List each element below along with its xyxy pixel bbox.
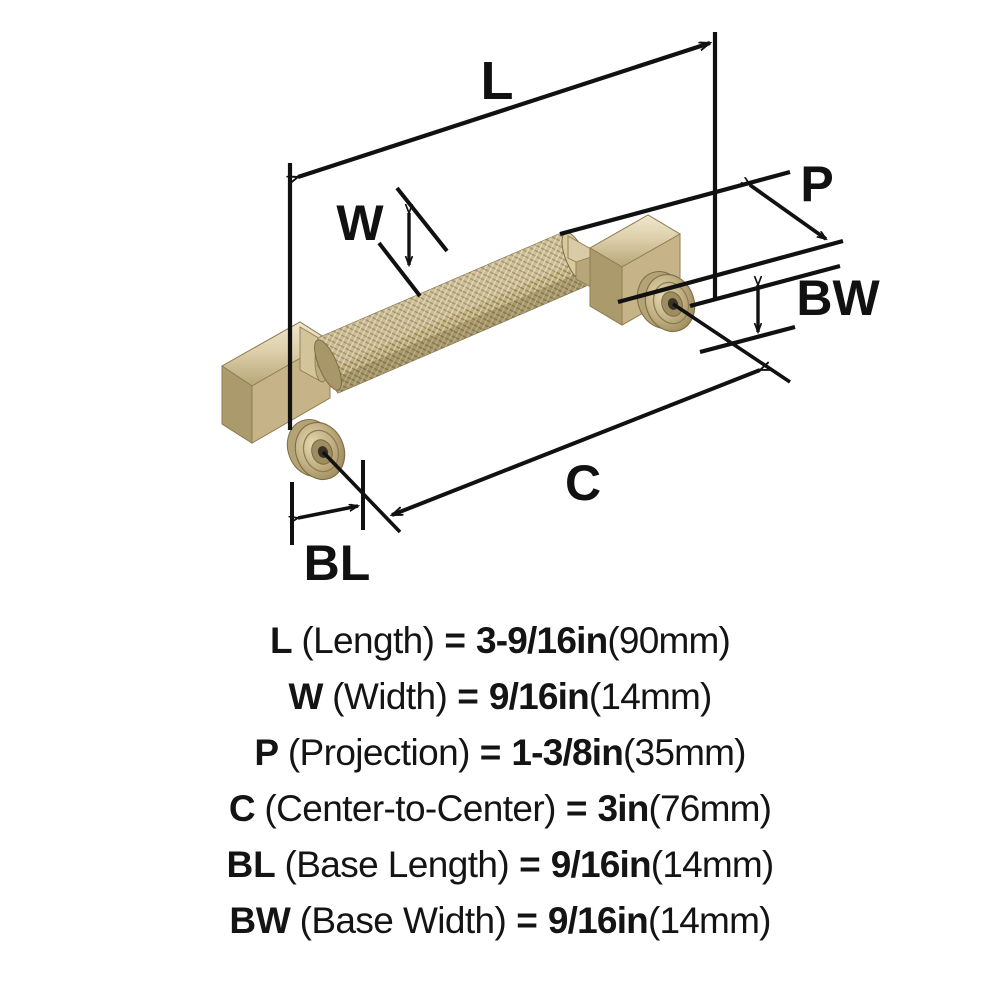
ext-line-W-lower	[377, 241, 422, 298]
spec-row-base-width: BW (Base Width) = 9/16in (14mm)	[229, 900, 771, 958]
spec-metric-width: (14mm)	[588, 676, 712, 717]
spec-name-width: (Width)	[332, 676, 448, 717]
spec-metric-base-width: (14mm)	[647, 900, 771, 941]
spec-equals-width: =	[457, 676, 479, 717]
spec-metric-center-to-center: (76mm)	[648, 788, 772, 829]
dimension-W	[377, 186, 449, 298]
ext-line-BW-lower	[699, 324, 796, 355]
spec-row-center-to-center: C (Center-to-Center) = 3in (76mm)	[228, 788, 772, 846]
dimension-label-P: P	[800, 156, 833, 212]
leader-C-right	[672, 302, 791, 384]
product-illustration	[221, 214, 696, 481]
dimension-label-BL: BL	[304, 535, 371, 591]
spec-name-length: (Length)	[301, 620, 435, 661]
spec-equals-center-to-center: =	[565, 788, 588, 829]
ext-line-BW-upper	[689, 263, 841, 309]
ext-line-P-upper	[559, 169, 791, 237]
spec-name-base-length: (Base Length)	[284, 844, 510, 885]
dimension-line-BL	[298, 506, 358, 518]
spec-abbr-projection: P	[254, 732, 279, 773]
dimension-label-BW: BW	[796, 270, 880, 326]
dimension-L	[290, 32, 718, 430]
dimension-label-C: C	[565, 455, 601, 511]
dimension-spec-list: L (Length) = 3-9/16in (90mm) W (Width) =…	[0, 622, 1000, 958]
knurled-grip-bar	[314, 230, 591, 394]
dimension-label-W: W	[336, 195, 384, 251]
left-base-foot	[286, 419, 346, 481]
dimension-BL	[292, 460, 365, 545]
spec-equals-length: =	[444, 620, 466, 661]
spec-value-projection: 1-3/8in	[511, 732, 624, 773]
spec-name-center-to-center: (Center-to-Center)	[264, 788, 556, 829]
spec-row-projection: P (Projection) = 1-3/8in (35mm)	[254, 732, 746, 790]
spec-value-base-length: 9/16in	[550, 844, 652, 885]
spec-equals-projection: =	[479, 732, 502, 773]
dimension-P	[559, 169, 844, 305]
dimension-line-L	[298, 41, 710, 177]
spec-value-base-width: 9/16in	[547, 900, 649, 941]
spec-abbr-base-length: BL	[226, 844, 276, 885]
spec-name-base-width: (Base Width)	[299, 900, 507, 941]
spec-value-width: 9/16in	[488, 676, 590, 717]
dimension-line-C	[392, 370, 760, 517]
spec-value-center-to-center: 3in	[597, 788, 649, 829]
dimension-line-P	[750, 185, 826, 241]
spec-value-length: 3-9/16in	[475, 620, 608, 661]
spec-name-projection: (Projection)	[287, 732, 471, 773]
spec-row-base-length: BL (Base Length) = 9/16in (14mm)	[226, 844, 775, 902]
spec-abbr-base-width: BW	[229, 900, 291, 941]
ext-line-P-lower	[617, 238, 844, 305]
spec-abbr-center-to-center: C	[228, 788, 256, 829]
dimension-label-L: L	[481, 51, 514, 111]
product-dimension-diagram: L W P BW C BL	[221, 32, 880, 591]
spec-abbr-width: W	[288, 676, 324, 717]
spec-row-width: W (Width) = 9/16in (14mm)	[288, 676, 712, 734]
spec-metric-length: (90mm)	[607, 620, 731, 661]
spec-equals-base-length: =	[519, 844, 541, 885]
spec-metric-base-length: (14mm)	[650, 844, 774, 885]
spec-row-length: L (Length) = 3-9/16in (90mm)	[269, 620, 731, 678]
ext-line-W-upper	[395, 186, 449, 253]
dimension-BW	[689, 263, 841, 355]
spec-abbr-length: L	[269, 620, 293, 661]
spec-equals-base-width: =	[516, 900, 538, 941]
spec-metric-projection: (35mm)	[623, 732, 746, 773]
